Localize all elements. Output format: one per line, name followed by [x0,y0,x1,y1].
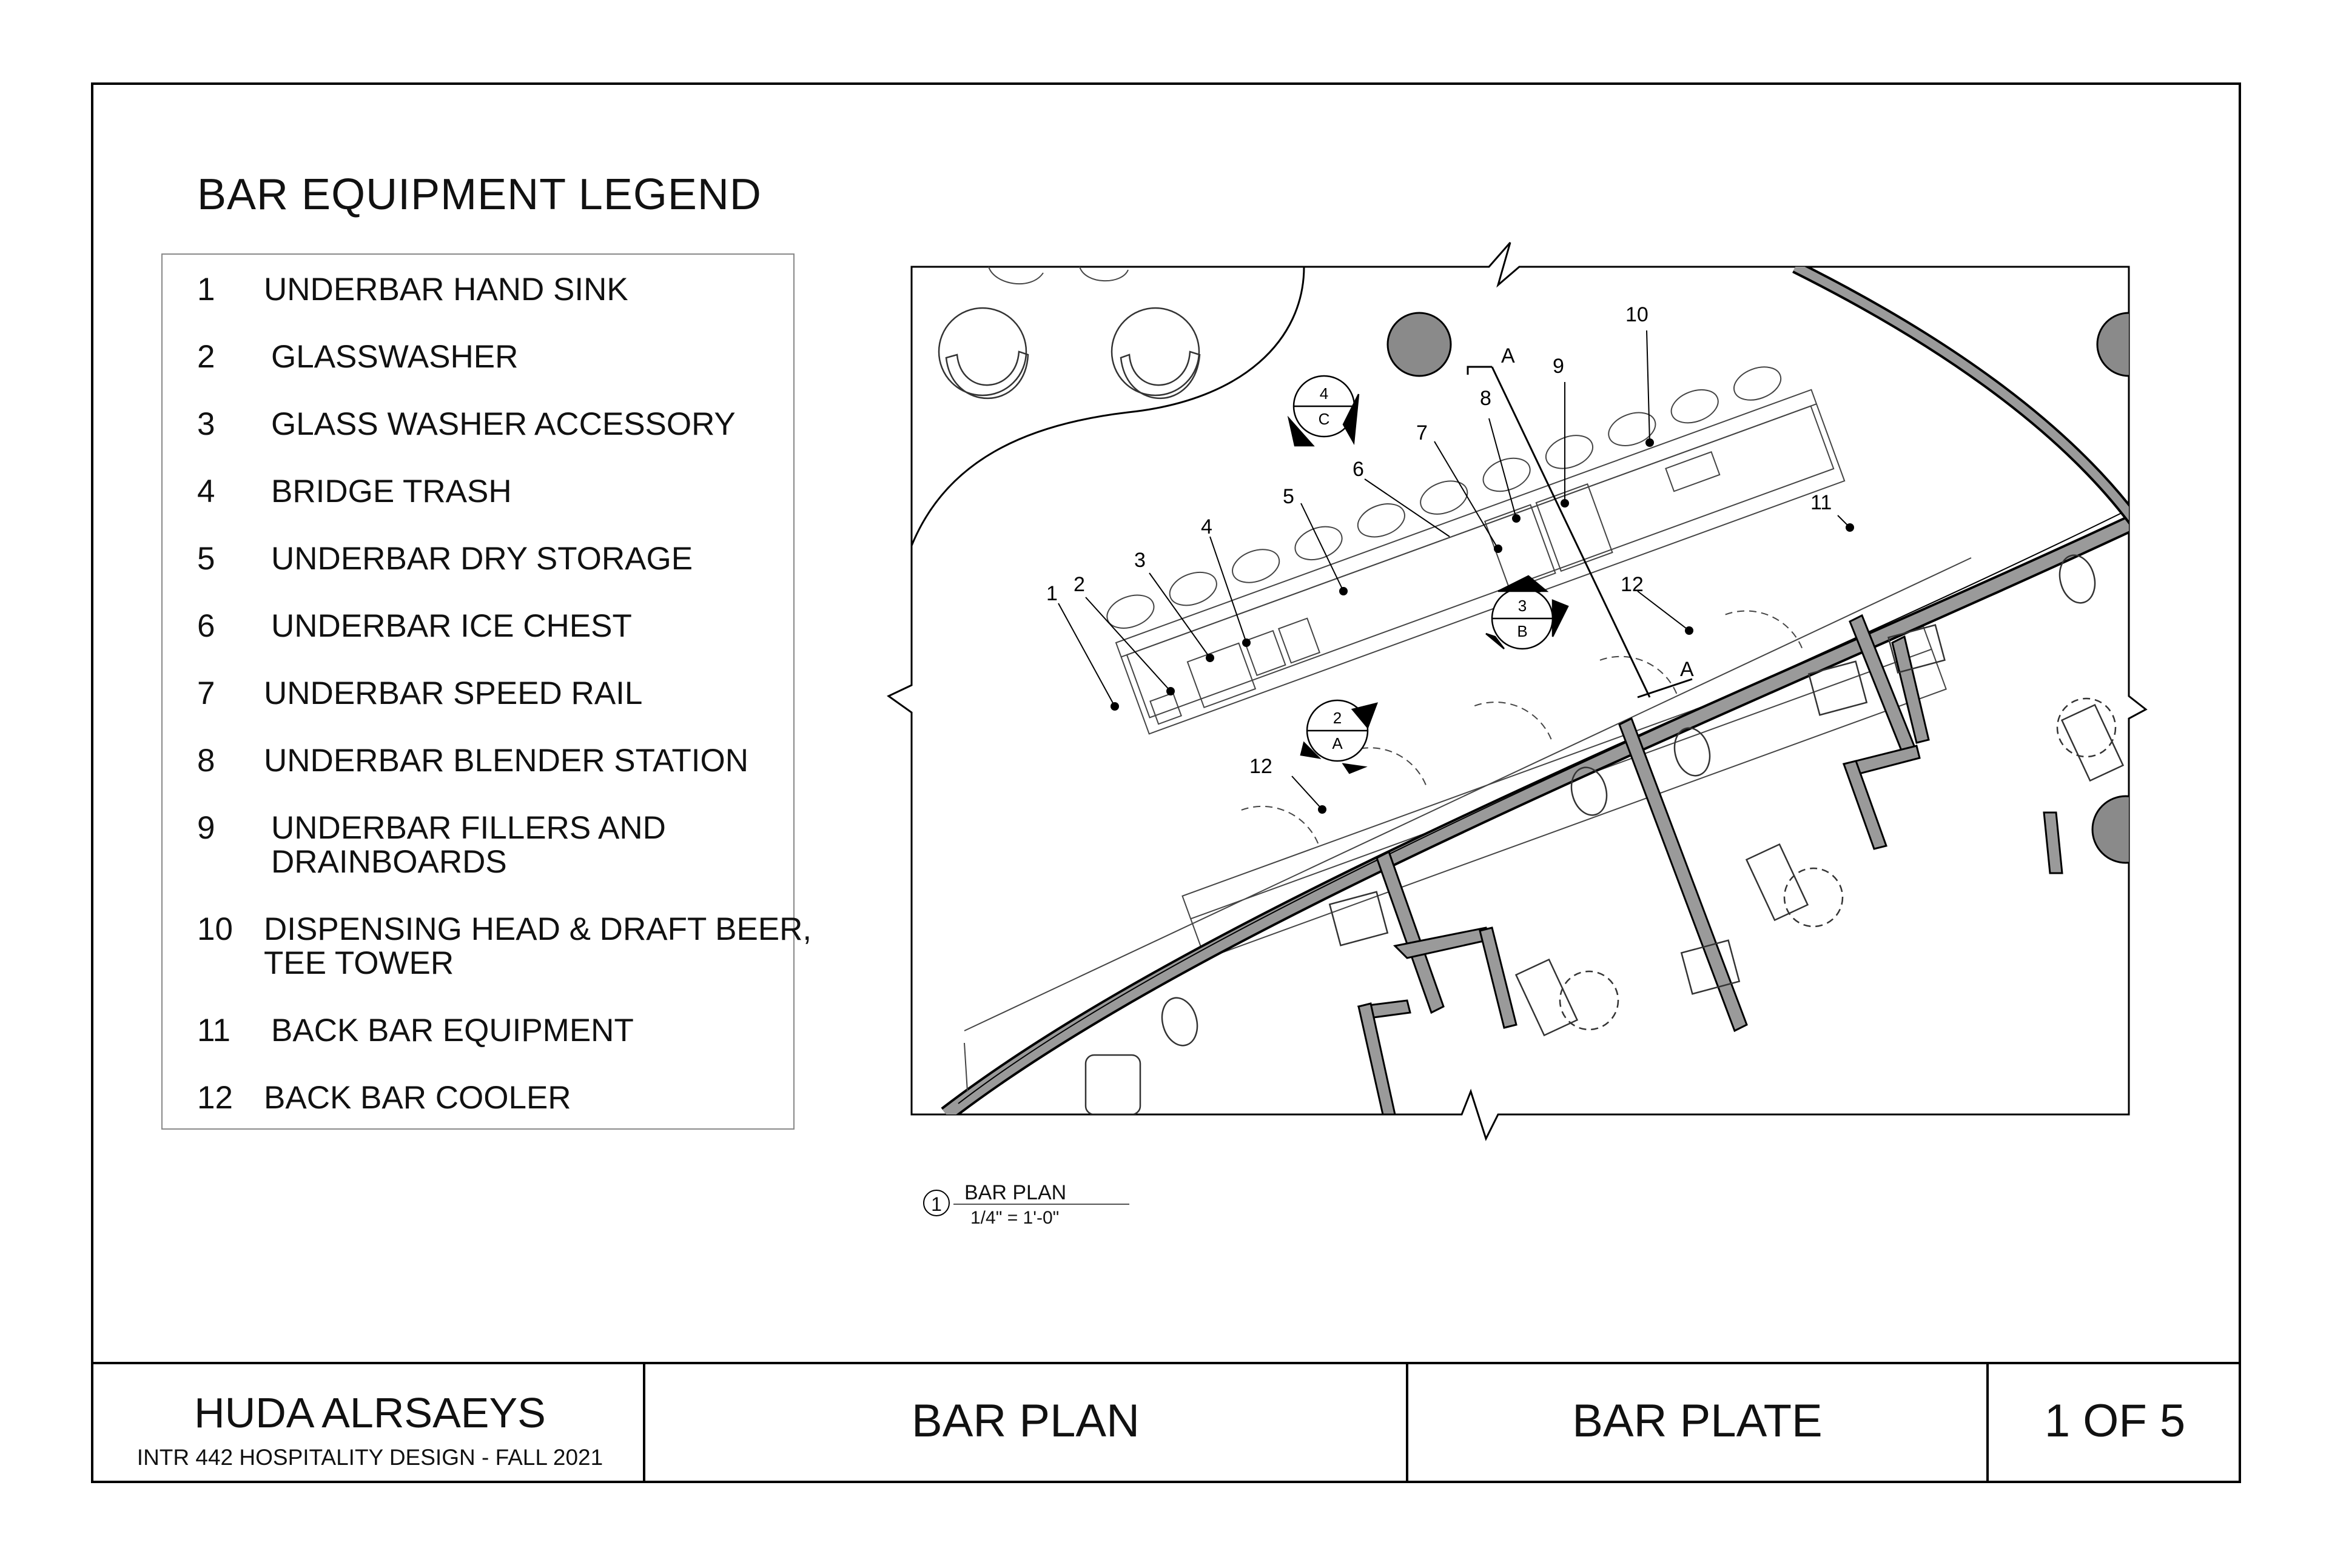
callout-number: 8 [1480,387,1491,410]
elevation-marker-icon [1300,699,1379,774]
column-icon [2096,312,2129,377]
drawing-number-bubble: 1 [923,1190,950,1216]
legend-item-label: UNDERBAR HAND SINK [264,272,628,307]
legend-item-number: 11 [197,1013,231,1048]
drawing-scale: 1/4" = 1'-0" [970,1208,1060,1228]
elevation-number: 4 [1320,384,1328,403]
restroom-walls [1357,614,2063,1114]
column-icon [2091,795,2129,864]
callout-number: 12 [1621,573,1644,596]
elevation-number: 2 [1333,709,1342,727]
course-info: INTR 442 HOSPITALITY DESIGN - FALL 2021 [136,1445,603,1470]
legend-item-number: 3 [197,406,215,442]
legend-item-label: BACK BAR COOLER [264,1080,571,1116]
legend-item-number: 6 [197,608,215,644]
legend-item-number: 10 [197,911,233,947]
legend-item-label-line2: TEE TOWER [264,945,454,981]
legend-item-number: 8 [197,743,215,779]
legend-item-number: 5 [197,541,215,577]
callout-number: 9 [1553,355,1564,378]
title-block [91,1362,2241,1483]
title-block-divider [643,1362,645,1483]
drawing-title: BAR PLAN [912,1395,1140,1447]
section-cut-line [1467,366,1693,699]
legend-item-label-line2: DRAINBOARDS [271,844,507,880]
legend-item-label: UNDERBAR DRY STORAGE [271,541,693,577]
callout-number: 4 [1201,515,1212,538]
designer-name: HUDA ALRSAEYS [194,1389,546,1436]
plate-title: BAR PLATE [1572,1395,1823,1447]
sheet-number: 1 OF 5 [2044,1395,2186,1447]
column-icon [1386,312,1452,377]
callout-number: 10 [1625,303,1648,326]
callout-leaders [1058,330,1850,810]
callout-number: 6 [1353,458,1364,481]
drawing-sheet-border [91,82,2241,1483]
legend-item-number: 9 [197,810,215,846]
elevation-letter: C [1319,410,1330,428]
drawing-caption-title: BAR PLAN [964,1181,1067,1204]
callout-dots [1111,438,1854,814]
restroom-fixtures [1084,554,2125,1114]
legend-item-label: BACK BAR EQUIPMENT [271,1013,634,1048]
title-block-divider [1986,1362,1989,1483]
legend-item-label: UNDERBAR ICE CHEST [271,608,632,644]
curved-wall [941,512,2129,1114]
legend-title: BAR EQUIPMENT LEGEND [197,170,762,219]
section-label: A [1680,658,1694,681]
callout-number: 1 [1046,582,1058,605]
callout-number: 3 [1134,549,1146,572]
lounge-chair-icon [1111,307,1201,400]
legend-item-number: 12 [197,1080,233,1116]
bar-counter [1106,366,1947,960]
legend-item-number: 1 [197,272,215,307]
legend-item-number: 4 [197,474,215,509]
legend-box: 1 UNDERBAR HAND SINK 2 GLASSWASHER 3 GLASS … [161,253,812,1130]
section-label: A [1501,344,1515,367]
legend-item-label: DISPENSING HEAD & DRAFT BEER, [264,911,812,947]
legend-item-label: UNDERBAR SPEED RAIL [264,675,643,711]
callout-number: 7 [1416,421,1428,444]
callout-number: 12 [1249,755,1272,778]
legend-item-label: GLASS WASHER ACCESSORY [271,406,736,442]
title-block-divider [1406,1362,1408,1483]
caption-underline [953,1204,1129,1205]
curved-wall-right [1792,267,2129,525]
elevation-marker-icon [1485,575,1569,650]
callout-number: 2 [1074,573,1085,596]
landscape-curve [912,267,1305,546]
legend-item-label: BRIDGE TRASH [271,474,512,509]
callout-number: 5 [1283,485,1294,508]
lounge-chair-icon [938,307,1029,400]
legend-item-label: GLASSWASHER [271,339,519,375]
legend-item-number: 7 [197,675,215,711]
elevation-letter: A [1332,734,1343,752]
elevation-marker-icon [1287,375,1360,447]
plan-frame [887,242,2148,1141]
elevation-letter: B [1517,622,1527,640]
legend-item-label: UNDERBAR FILLERS AND [271,810,666,846]
legend-item-number: 2 [197,339,215,375]
callout-number: 11 [1810,491,1832,514]
elevation-number: 3 [1518,597,1527,615]
legend-item-label: UNDERBAR BLENDER STATION [264,743,749,779]
